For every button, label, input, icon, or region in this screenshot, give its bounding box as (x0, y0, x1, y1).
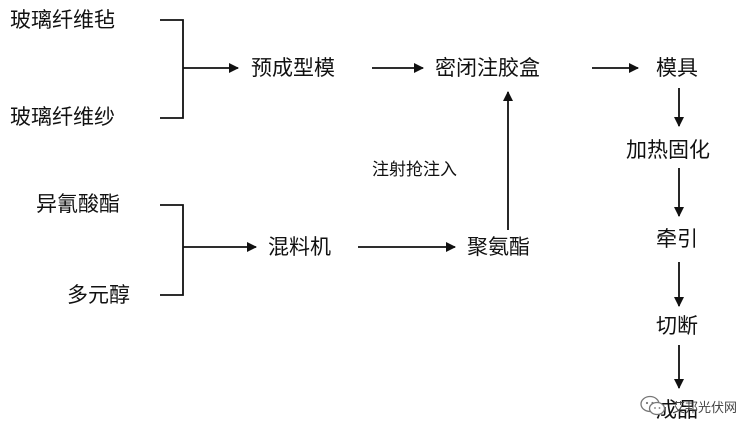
step-polyurethane: 聚氨酯 (467, 235, 530, 259)
input-glass-fiber-yarn: 玻璃纤维纱 (10, 105, 115, 129)
step-preforming: 预成型模 (251, 56, 335, 80)
bracket-glass-fiber (160, 19, 184, 119)
watermark: 艾邦光伏网 (640, 395, 737, 417)
annotation-injection: 注射抢注入 (372, 160, 457, 180)
input-glass-fiber-mat: 玻璃纤维毡 (10, 8, 115, 32)
wechat-icon (640, 395, 666, 416)
bracket-resin (160, 204, 184, 296)
step-injection-box: 密闭注胶盒 (435, 56, 540, 80)
step-cutting: 切断 (656, 314, 698, 338)
step-product: 成品 (656, 398, 698, 422)
step-heat-cure: 加热固化 (626, 138, 710, 162)
input-isocyanate: 异氰酸酯 (36, 192, 120, 216)
input-polyol: 多元醇 (67, 283, 130, 307)
step-mixer: 混料机 (268, 235, 331, 259)
step-mold: 模具 (656, 56, 698, 80)
watermark-text: 艾邦光伏网 (671, 400, 737, 416)
step-pulling: 牵引 (656, 227, 698, 251)
